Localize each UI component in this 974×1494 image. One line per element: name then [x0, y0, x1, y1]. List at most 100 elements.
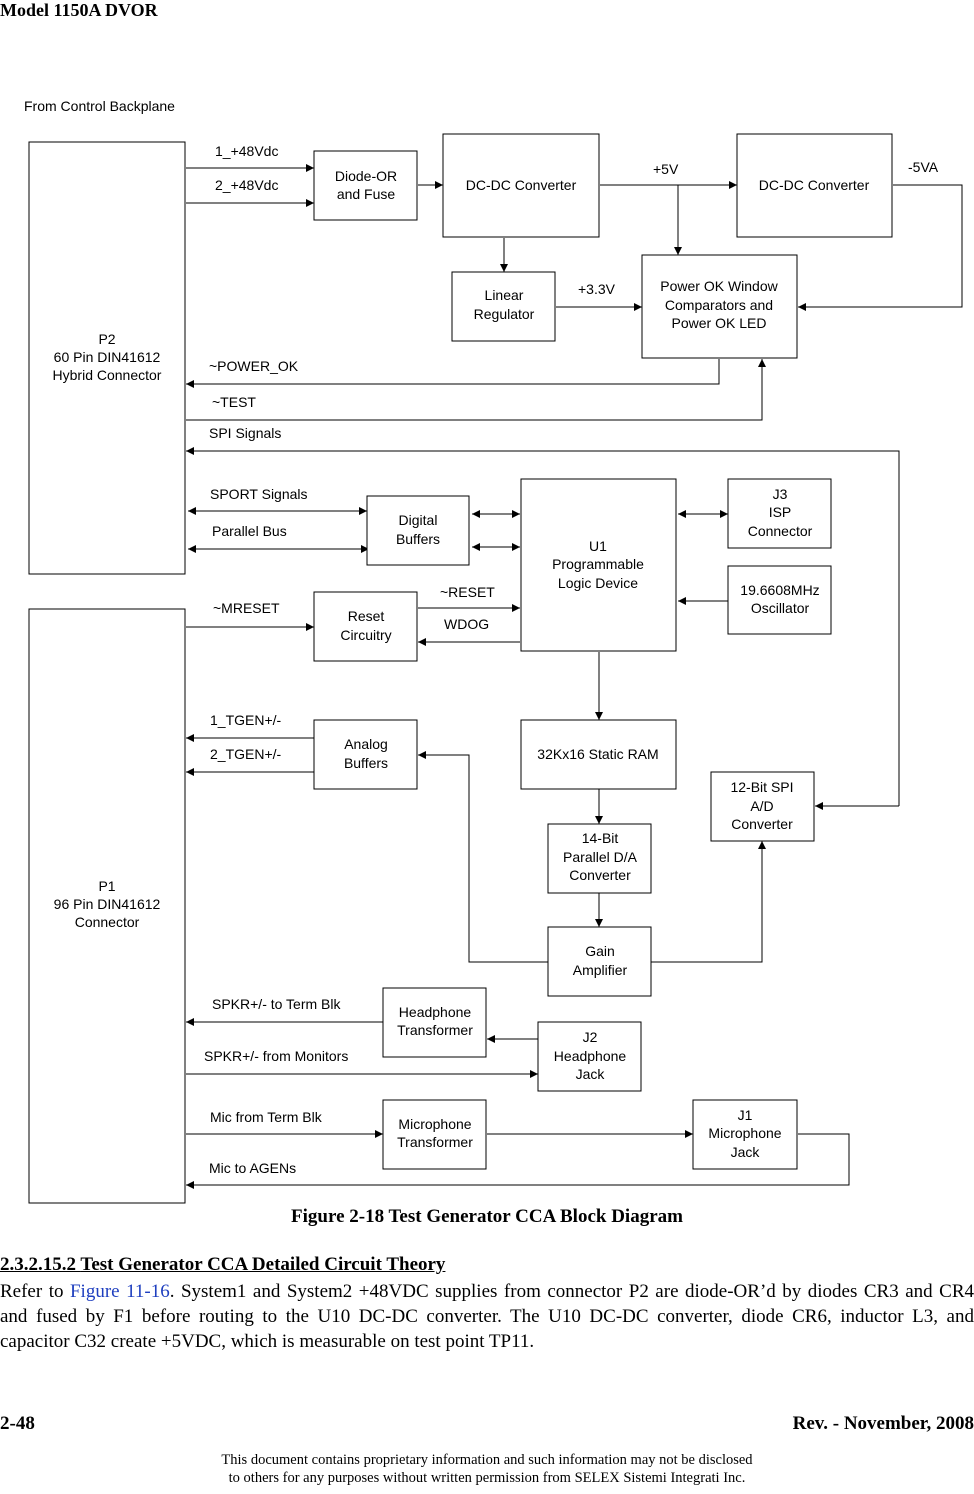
block-u1-pld: U1 Programmable Logic Device: [520, 478, 677, 652]
wires: [186, 164, 963, 1189]
block-j2-headphone: J2 Headphone Jack: [537, 1021, 642, 1092]
body-text-before-link: Refer to: [0, 1281, 70, 1302]
block-adc: 12-Bit SPI A/D Converter: [710, 771, 815, 842]
body-paragraph: Refer to Figure 11-16. System1 and Syste…: [0, 1279, 974, 1354]
svg-text:J2: J2: [583, 1029, 598, 1045]
body-text-after-link: . System1 and System2 +48VDC supplies fr…: [0, 1281, 974, 1352]
block-j1-microphone: J1 Microphone Jack: [692, 1099, 798, 1170]
svg-text:Transformer: Transformer: [397, 1134, 473, 1150]
signal-5va: -5VA: [908, 159, 939, 175]
signal-mic-from: Mic from Term Blk: [210, 1109, 323, 1125]
revision-date: Rev. - November, 2008: [792, 1413, 974, 1434]
svg-text:Diode-OR: Diode-OR: [335, 168, 397, 184]
svg-text:Logic Device: Logic Device: [558, 575, 638, 591]
svg-text:19.6608MHz: 19.6608MHz: [740, 582, 819, 598]
block-oscillator: 19.6608MHz Oscillator: [727, 565, 832, 635]
svg-text:60 Pin DIN41612: 60 Pin DIN41612: [54, 349, 161, 365]
signal-mreset: ~MRESET: [213, 600, 280, 616]
wire-gain-to-analog: [418, 751, 548, 963]
signal-parallel: Parallel Bus: [212, 523, 287, 539]
signal-3v3: +3.3V: [578, 281, 616, 297]
svg-text:Power OK LED: Power OK LED: [672, 315, 767, 331]
signal-48v-2: 2_+48Vdc: [215, 177, 278, 193]
svg-text:Connector: Connector: [748, 523, 813, 539]
signal-48v-1: 1_+48Vdc: [215, 143, 278, 159]
svg-text:ISP: ISP: [769, 504, 792, 520]
svg-text:Digital: Digital: [399, 512, 438, 528]
footer-notice: This document contains proprietary infor…: [0, 1451, 974, 1487]
block-dcdc-converter-1: DC-DC Converter: [442, 133, 600, 238]
svg-text:Transformer: Transformer: [397, 1022, 473, 1038]
svg-text:Buffers: Buffers: [344, 755, 388, 771]
block-dac: 14-Bit Parallel D/A Converter: [547, 823, 652, 894]
wire-gain-to-adc: [651, 841, 766, 963]
block-j3-isp: J3 ISP Connector: [727, 478, 832, 549]
svg-text:Buffers: Buffers: [396, 531, 440, 547]
svg-text:Amplifier: Amplifier: [573, 962, 628, 978]
svg-text:Parallel D/A: Parallel D/A: [563, 849, 638, 865]
svg-text:Jack: Jack: [731, 1144, 761, 1160]
svg-text:Regulator: Regulator: [474, 306, 535, 322]
svg-text:J1: J1: [738, 1107, 753, 1123]
svg-text:Converter: Converter: [569, 867, 631, 883]
svg-text:Linear: Linear: [485, 287, 524, 303]
svg-text:Converter: Converter: [731, 816, 793, 832]
block-p1: P1 96 Pin DIN41612 Connector: [28, 608, 186, 1204]
svg-text:Headphone: Headphone: [399, 1004, 472, 1020]
section-number: 2.3.2.15.2: [0, 1254, 76, 1275]
svg-text:DC-DC Converter: DC-DC Converter: [466, 177, 577, 193]
section-heading: 2.3.2.15.2 Test Generator CCA Detailed C…: [0, 1254, 445, 1276]
svg-text:J3: J3: [773, 486, 788, 502]
svg-text:Oscillator: Oscillator: [751, 600, 810, 616]
svg-text:Microphone: Microphone: [398, 1116, 471, 1132]
svg-text:Comparators and: Comparators and: [665, 297, 773, 313]
block-headphone-transformer: Headphone Transformer: [382, 987, 487, 1058]
svg-text:Microphone: Microphone: [708, 1125, 781, 1141]
signal-wdog: WDOG: [444, 616, 489, 632]
figure-caption: Figure 2-18 Test Generator CCA Block Dia…: [291, 1206, 683, 1227]
page-number: 2-48: [0, 1413, 35, 1434]
signal-tgen1: 1_TGEN+/-: [210, 712, 282, 728]
block-microphone-transformer: Microphone Transformer: [382, 1099, 487, 1170]
svg-text:and Fuse: and Fuse: [337, 186, 396, 202]
wire-power-ok: [186, 359, 720, 388]
signal-5v: +5V: [653, 161, 679, 177]
figure-link[interactable]: Figure 11-16: [69, 1281, 170, 1302]
source-label: From Control Backplane: [24, 98, 175, 114]
section-title: Test Generator CCA Detailed Circuit Theo…: [80, 1254, 446, 1275]
block-analog-buffers: Analog Buffers: [313, 719, 418, 790]
svg-text:P2: P2: [98, 331, 115, 347]
signal-labels: 1_+48Vdc 2_+48Vdc +5V -5VA +3.3V ~POWER_…: [204, 143, 939, 1176]
block-diagram: From Control Backplane: [24, 98, 963, 1204]
svg-text:32Kx16 Static RAM: 32Kx16 Static RAM: [537, 746, 658, 762]
signal-spi: SPI Signals: [209, 425, 281, 441]
svg-text:Reset: Reset: [348, 608, 385, 624]
block-p2: P2 60 Pin DIN41612 Hybrid Connector: [28, 141, 186, 575]
signal-tgen2: 2_TGEN+/-: [210, 746, 282, 762]
wire-5va-to-powerok: [798, 184, 963, 311]
block-linear-regulator: Linear Regulator: [451, 271, 556, 342]
signal-power-ok: ~POWER_OK: [209, 358, 299, 374]
block-static-ram: 32Kx16 Static RAM: [520, 719, 677, 790]
svg-text:Programmable: Programmable: [552, 556, 644, 572]
block-power-ok: Power OK Window Comparators and Power OK…: [641, 254, 798, 359]
svg-text:Gain: Gain: [585, 943, 615, 959]
signal-mic-to: Mic to AGENs: [209, 1160, 296, 1176]
svg-text:14-Bit: 14-Bit: [582, 830, 619, 846]
block-dcdc-converter-2: DC-DC Converter: [736, 133, 893, 238]
block-reset-circuitry: Reset Circuitry: [313, 591, 418, 662]
block-gain-amplifier: Gain Amplifier: [547, 926, 652, 997]
svg-text:Analog: Analog: [344, 736, 388, 752]
signal-test: ~TEST: [212, 394, 256, 410]
svg-text:Connector: Connector: [75, 914, 140, 930]
wire-spi: [186, 447, 900, 806]
signal-spkr-from: SPKR+/- from Monitors: [204, 1048, 348, 1064]
svg-text:A/D: A/D: [750, 798, 773, 814]
wire-test: [186, 359, 766, 421]
svg-text:Hybrid Connector: Hybrid Connector: [53, 367, 162, 383]
svg-text:U1: U1: [589, 538, 607, 554]
svg-text:Power OK Window: Power OK Window: [660, 278, 778, 294]
wire-mic-to: [186, 1133, 850, 1189]
footer-notice-line-1: This document contains proprietary infor…: [221, 1452, 753, 1468]
svg-text:96 Pin DIN41612: 96 Pin DIN41612: [54, 896, 161, 912]
